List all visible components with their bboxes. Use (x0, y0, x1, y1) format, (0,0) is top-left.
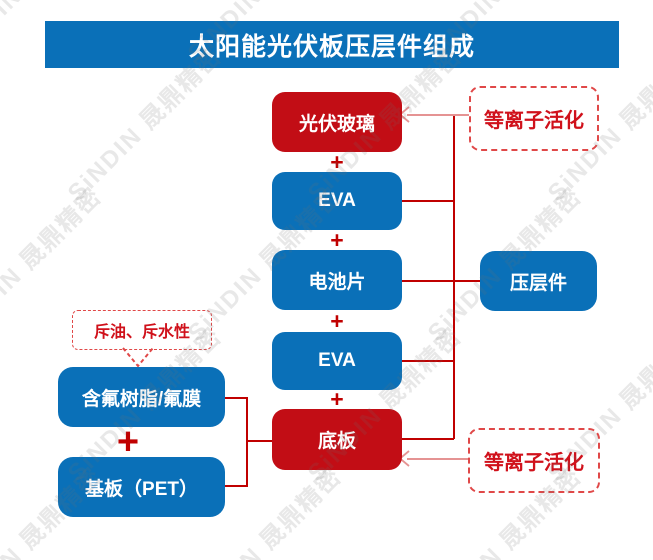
connector-plasma-top-arrow-line (407, 114, 469, 116)
plus-icon-1: + (330, 149, 344, 175)
connector-cell-laminate (402, 280, 480, 282)
connector-backplane (402, 438, 454, 440)
node-eva-top: EVA (272, 172, 402, 230)
connector-fluoro (225, 397, 248, 399)
annotation-plasma-bottom: 等离子活化 (468, 428, 600, 493)
connector-left-bracket (246, 397, 248, 487)
connector-vertical-main (453, 114, 455, 439)
node-fluoro: 含氟树脂/氟膜 (58, 367, 225, 427)
plus-icon-2: + (330, 227, 344, 253)
node-pv-glass: 光伏玻璃 (272, 92, 402, 152)
connector-pet (225, 485, 248, 487)
page-title: 太阳能光伏板压层件组成 (45, 21, 619, 68)
node-laminate: 压层件 (480, 251, 597, 311)
connector-eva-bottom (402, 360, 454, 362)
dashed-down-arrow-icon (122, 347, 154, 368)
node-cell: 电池片 (272, 250, 402, 310)
node-backplane: 底板 (272, 409, 402, 470)
connector-left-to-backplane (246, 440, 273, 442)
annotation-plasma-top: 等离子活化 (469, 86, 599, 151)
plus-icon-3: + (330, 308, 344, 334)
node-pet: 基板（PET） (58, 457, 225, 517)
connector-eva-top (402, 200, 454, 202)
connector-plasma-bottom-arrow-line (407, 458, 468, 460)
node-eva-bottom: EVA (272, 332, 402, 390)
plus-icon-4: + (330, 386, 344, 412)
annotation-repellent: 斥油、斥水性 (72, 310, 212, 350)
plus-icon-left: + (116, 421, 140, 463)
